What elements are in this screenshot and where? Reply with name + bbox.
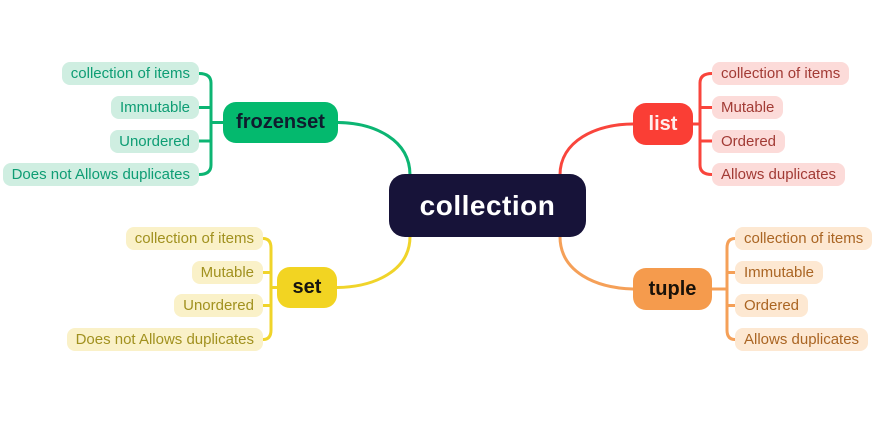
set-branch-connector (335, 235, 412, 289)
frozenset-leaf: collection of items (61, 62, 199, 85)
list-leaf-bracket (691, 72, 714, 176)
list-branch-connector (558, 122, 635, 177)
branch-node-tuple: tuple (633, 268, 712, 310)
set-leaf-bracket (261, 237, 279, 341)
set-leaf: Does not Allows duplicates (66, 328, 263, 351)
list-leaf: collection of items (712, 62, 850, 85)
branch-node-set: set (277, 267, 337, 308)
frozenset-leaf: Immutable (110, 96, 199, 119)
list-leaf: Ordered (712, 130, 786, 153)
tuple-leaf: Allows duplicates (735, 328, 869, 351)
tuple-leaf: Immutable (735, 261, 824, 284)
frozenset-leaf: Does not Allows duplicates (2, 163, 199, 186)
set-leaf: Unordered (174, 294, 263, 317)
set-leaf: Mutable (191, 261, 263, 284)
branch-node-frozenset: frozenset (223, 102, 338, 143)
tuple-leaf-bracket (710, 237, 737, 341)
frozenset-leaf-bracket (197, 72, 225, 176)
tuple-leaf: collection of items (735, 227, 873, 250)
center-node-collection: collection (389, 174, 586, 237)
frozenset-leaf: Unordered (110, 130, 199, 153)
frozenset-branch-connector (336, 121, 412, 177)
tuple-leaf: Ordered (735, 294, 809, 317)
branch-node-list: list (633, 103, 693, 145)
list-leaf: Mutable (712, 96, 784, 119)
list-leaf: Allows duplicates (712, 163, 846, 186)
tuple-branch-connector (558, 235, 635, 291)
set-leaf: collection of items (125, 227, 263, 250)
